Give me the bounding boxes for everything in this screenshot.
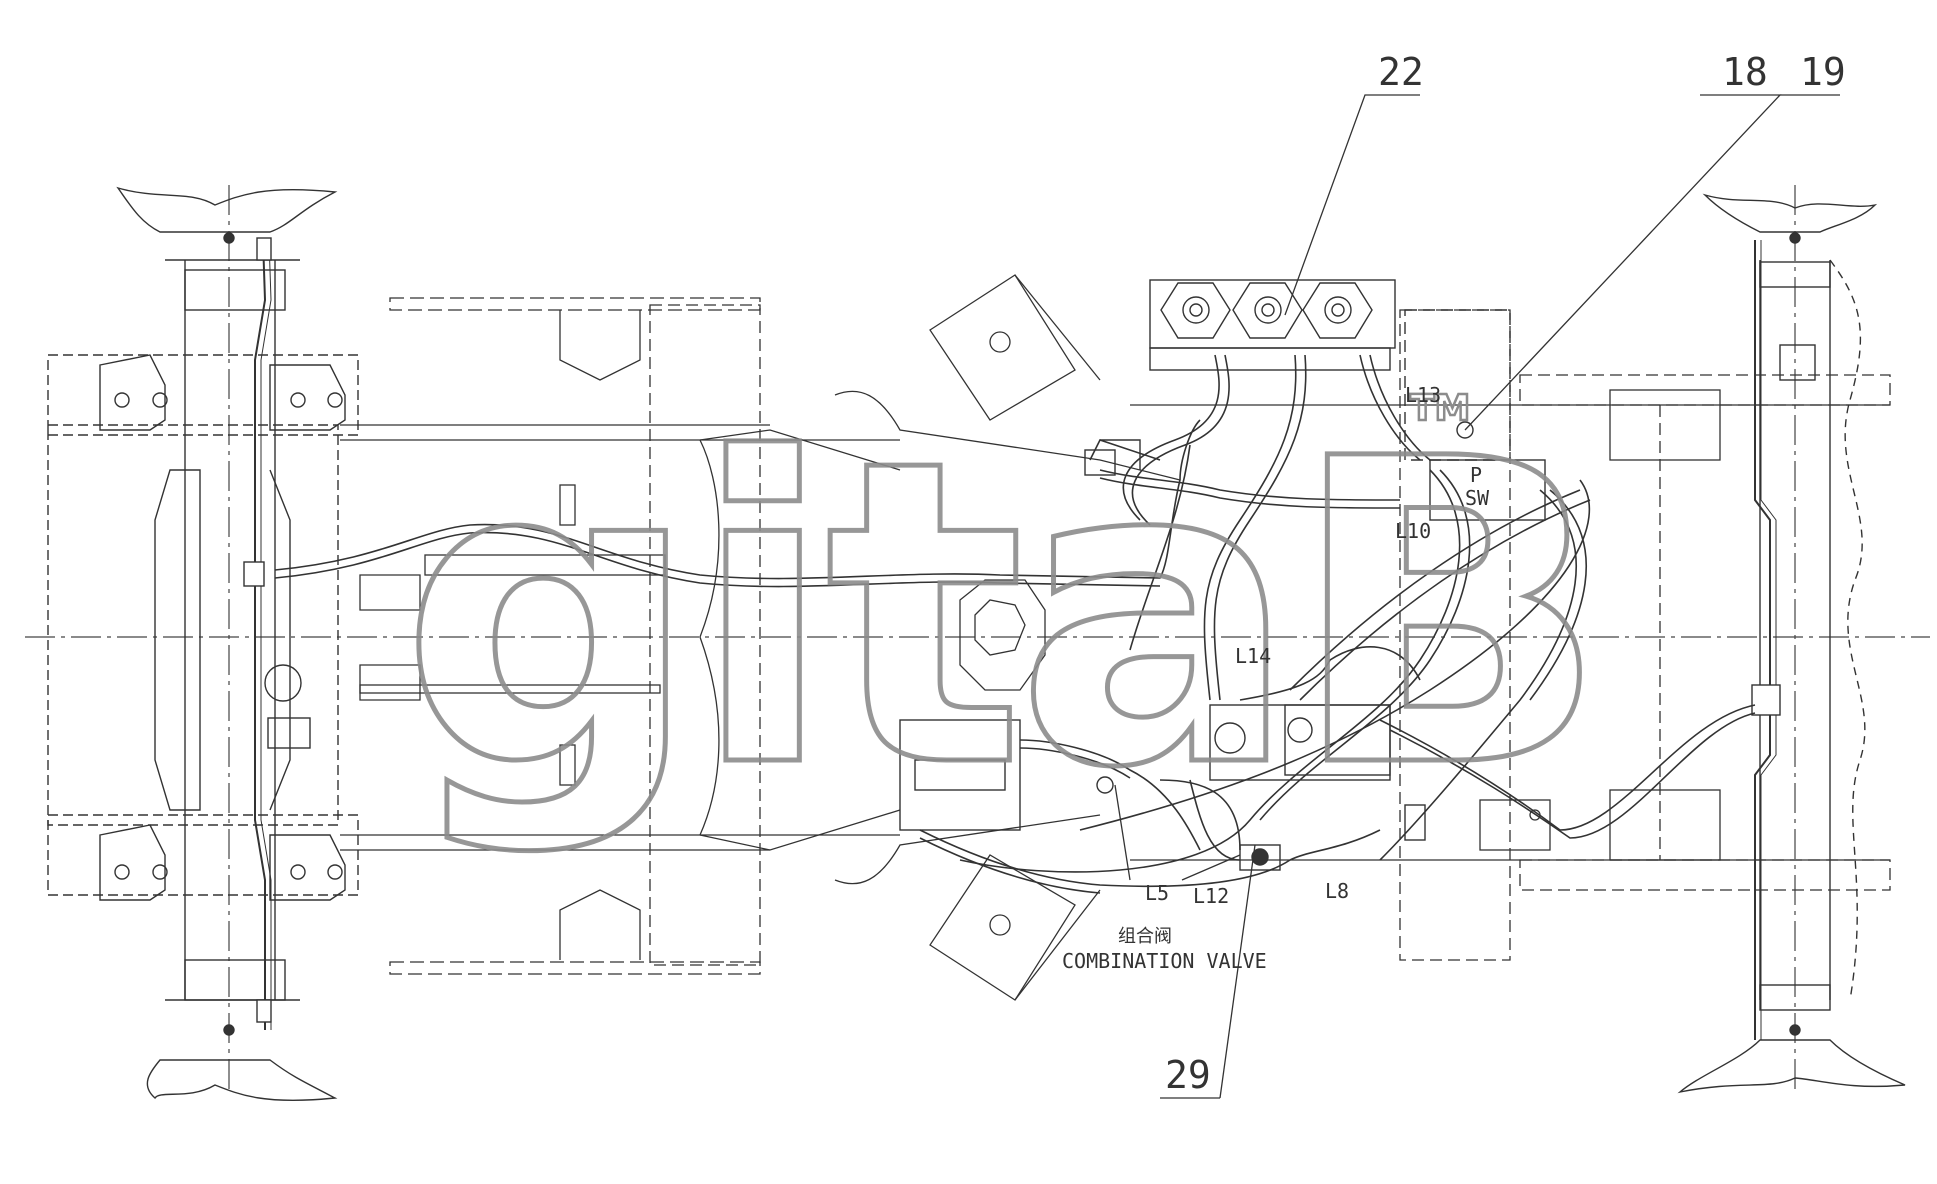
front-frame	[340, 297, 901, 975]
line-label-l10: L10	[1395, 519, 1431, 543]
filter-2	[1232, 282, 1303, 339]
combination-valve-assembly	[899, 421, 1546, 871]
centerline	[25, 185, 1930, 1095]
line-label-l8: L8	[1325, 879, 1349, 903]
filter-1	[1160, 282, 1231, 339]
line-label-l13: L13	[1405, 383, 1441, 407]
callout-29: 29	[1165, 1053, 1211, 1097]
rear-axle	[1677, 193, 1906, 1094]
leader-lines	[1114, 94, 1840, 1099]
trademark-symbol: TM	[1410, 388, 1470, 429]
combination-valve-label-cn: 组合阀	[1118, 926, 1172, 947]
filter-3	[1302, 282, 1373, 339]
callout-19: 19	[1800, 50, 1846, 94]
line-label-sw: SW	[1465, 486, 1490, 510]
watermark: gitaB	[398, 369, 1612, 863]
triple-filter-unit	[1149, 279, 1511, 461]
callout-18: 18	[1722, 50, 1768, 94]
line-label-p: P	[1470, 463, 1482, 487]
line-label-l12: L12	[1193, 884, 1229, 908]
line-label-l14: L14	[1235, 644, 1271, 668]
callout-22: 22	[1378, 50, 1424, 94]
articulation-joint	[834, 274, 1181, 1001]
combination-valve-label-en: COMBINATION VALVE	[1062, 949, 1267, 973]
line-label-l5: L5	[1145, 881, 1169, 905]
front-axle	[47, 186, 359, 1102]
watermark-text: gitaB	[400, 371, 1599, 860]
